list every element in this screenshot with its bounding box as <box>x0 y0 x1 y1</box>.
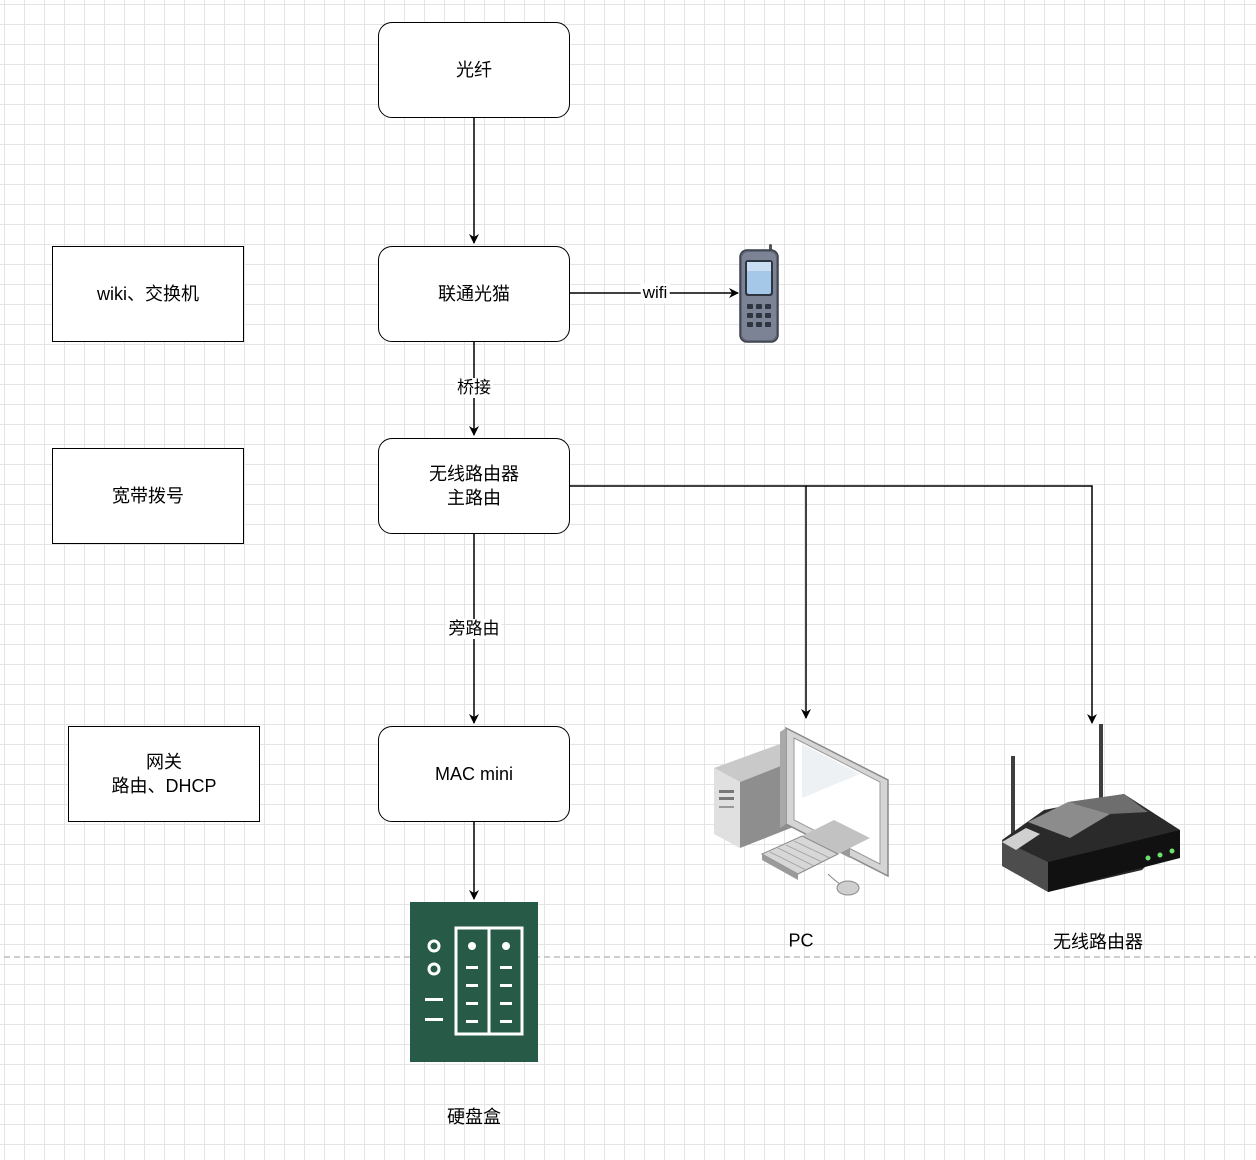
edge-router-to-pc <box>570 485 811 719</box>
modem-note-label: wiki、交换机 <box>97 284 199 304</box>
pc-icon[interactable] <box>710 724 892 902</box>
fiber-node[interactable]: 光纤 <box>378 22 570 118</box>
disk-box-icon[interactable] <box>410 902 538 1062</box>
mac-mini-node-label: MAC mini <box>434 764 513 784</box>
wireless-router-label: 无线路由器 <box>1053 932 1143 952</box>
main-router-node-label-line2: 主路由 <box>447 488 501 508</box>
bridge-edge-label: 桥接 <box>455 378 493 398</box>
mac-note-label-line1: 网关 <box>146 752 182 772</box>
main-router-node[interactable]: 无线路由器 主路由 <box>378 438 570 534</box>
router-note[interactable]: 宽带拨号 <box>52 448 244 544</box>
mac-note-label-line2: 路由、DHCP <box>111 776 217 796</box>
modem-note[interactable]: wiki、交换机 <box>52 246 244 342</box>
wireless-router-icon[interactable] <box>998 722 1184 902</box>
bypass-edge-label: 旁路由 <box>446 619 502 639</box>
mobile-phone-icon[interactable] <box>736 242 782 344</box>
fiber-node-label: 光纤 <box>456 60 492 80</box>
modem-node[interactable]: 联通光猫 <box>378 246 570 342</box>
modem-node-label: 联通光猫 <box>438 284 510 304</box>
router-note-label: 宽带拨号 <box>112 486 184 506</box>
disk-box-label: 硬盘盒 <box>447 1107 501 1127</box>
edge-router-to-wireless-router <box>806 485 1097 724</box>
mac-mini-node[interactable]: MAC mini <box>378 726 570 822</box>
wifi-edge-label: wifi <box>640 283 670 303</box>
pc-label: PC <box>788 930 814 951</box>
mac-note[interactable]: 网关 路由、DHCP <box>68 726 260 822</box>
main-router-node-label-line1: 无线路由器 <box>429 464 519 484</box>
